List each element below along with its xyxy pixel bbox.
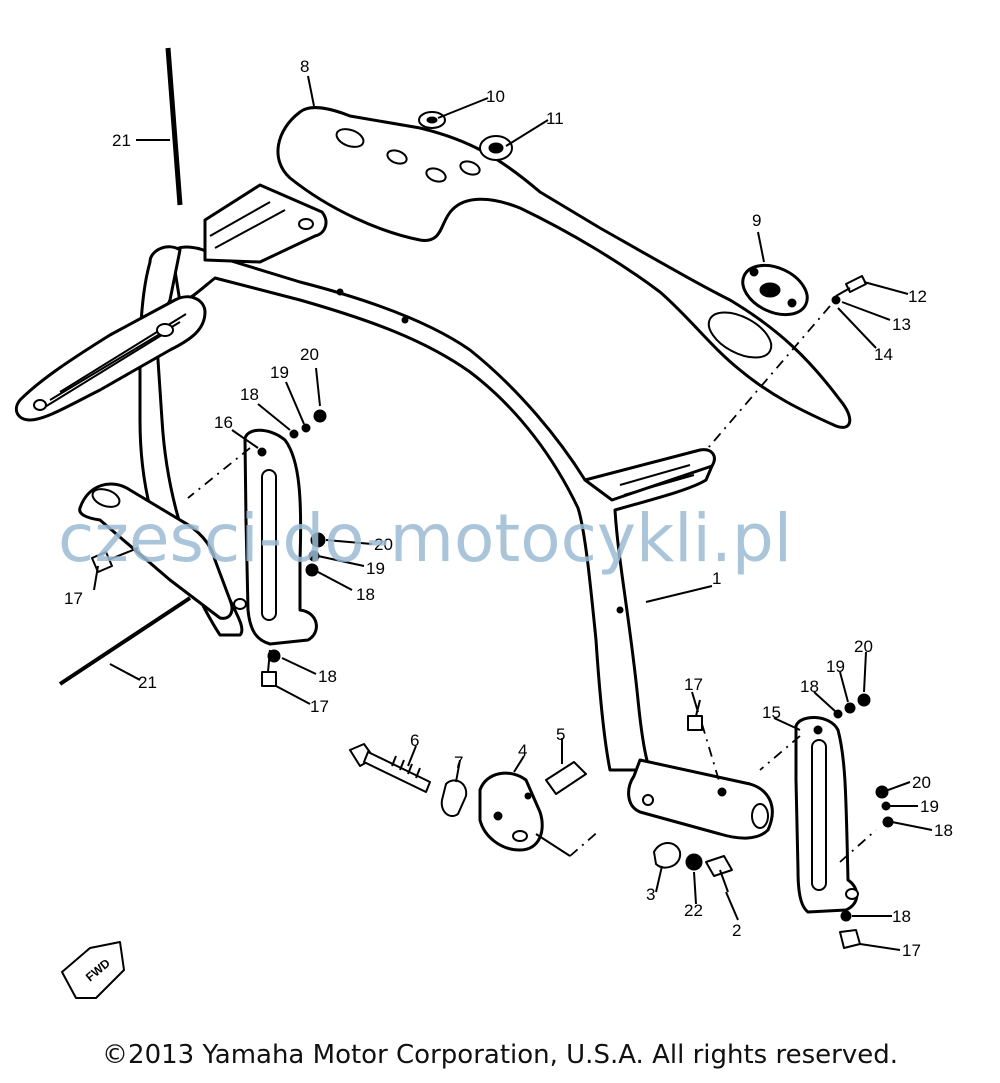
callout-11: 11 bbox=[546, 109, 564, 128]
callout-4: 4 bbox=[518, 741, 527, 760]
washer-13 bbox=[831, 295, 841, 305]
callout-9: 9 bbox=[752, 211, 761, 230]
callout-17-left-upper: 17 bbox=[64, 589, 83, 608]
plate-16 bbox=[243, 428, 318, 646]
callout-3: 3 bbox=[646, 885, 655, 904]
washer-18-left-top bbox=[289, 429, 299, 439]
callout-18-right-low: 18 bbox=[892, 907, 911, 926]
callout-19-right-top: 19 bbox=[826, 657, 845, 676]
frame-bracket-1 bbox=[170, 245, 774, 840]
leader-lines bbox=[93, 75, 933, 951]
callout-18-left-top: 18 bbox=[240, 385, 259, 404]
callout-19-left-top: 19 bbox=[270, 363, 289, 382]
callout-18-left-mid: 18 bbox=[356, 585, 375, 604]
callout-18-right-top: 18 bbox=[800, 677, 819, 696]
nut-20-right-mid bbox=[875, 785, 889, 799]
centerline-plate16 bbox=[187, 447, 251, 499]
nut-20-left-top bbox=[313, 409, 327, 423]
callout-10: 10 bbox=[486, 87, 505, 106]
screw-12 bbox=[835, 275, 867, 297]
callout-5: 5 bbox=[556, 725, 565, 744]
watermark-text: czesci-do-motocykli.pl bbox=[58, 500, 793, 577]
grommet-10 bbox=[418, 111, 446, 129]
rod-21-lower bbox=[58, 596, 192, 686]
nut-20-left-mid bbox=[310, 532, 326, 548]
centerline-block bbox=[569, 829, 601, 857]
bolt-17-right-lower bbox=[839, 929, 861, 949]
callout-15: 15 bbox=[762, 703, 781, 722]
callout-14: 14 bbox=[874, 345, 893, 364]
nut-20-right-top bbox=[857, 693, 871, 707]
callout-16: 16 bbox=[214, 413, 233, 432]
plate-15 bbox=[794, 716, 859, 914]
copyright-text: ©2013 Yamaha Motor Corporation, U.S.A. A… bbox=[102, 1040, 898, 1070]
washer-18-right-low bbox=[840, 910, 852, 922]
washer-3 bbox=[653, 842, 682, 869]
block-4 bbox=[478, 771, 571, 857]
callout-labels: 8 10 11 9 12 13 14 21 20 19 18 16 20 19 … bbox=[64, 57, 953, 960]
callout-7: 7 bbox=[454, 753, 463, 772]
callout-20-left-top: 20 bbox=[300, 345, 319, 364]
callout-6: 6 bbox=[410, 731, 419, 750]
callout-17-right-upper: 17 bbox=[684, 675, 703, 694]
callout-18-right-mid: 18 bbox=[934, 821, 953, 840]
callout-8: 8 bbox=[300, 57, 309, 76]
washer-18-left-mid bbox=[305, 563, 319, 577]
washer-19-left-top bbox=[301, 423, 311, 433]
washer-18-left-low bbox=[267, 649, 281, 663]
cover-plate-8 bbox=[276, 106, 852, 429]
bolt-2 bbox=[705, 855, 733, 893]
callout-21-upper: 21 bbox=[112, 131, 131, 150]
damper-9 bbox=[741, 263, 809, 317]
callout-18-left-low: 18 bbox=[318, 667, 337, 686]
bolt-6 bbox=[349, 743, 431, 793]
callout-21-lower: 21 bbox=[138, 673, 157, 692]
callout-17-left-low: 17 bbox=[310, 697, 329, 716]
centerline-right-low bbox=[839, 829, 877, 863]
callout-1: 1 bbox=[712, 569, 721, 588]
grommet-11 bbox=[479, 135, 513, 161]
footrest-stay-left bbox=[78, 482, 247, 620]
bolt-17-right-upper bbox=[687, 699, 721, 785]
callout-20-left-mid: 20 bbox=[374, 535, 393, 554]
callout-17-right-low: 17 bbox=[902, 941, 921, 960]
callout-2: 2 bbox=[732, 921, 741, 940]
washer-22 bbox=[685, 853, 703, 871]
callout-22: 22 bbox=[684, 901, 703, 920]
centerline-cover bbox=[701, 305, 831, 456]
rod-21-upper bbox=[165, 47, 183, 206]
washer-19-right-mid bbox=[881, 801, 891, 811]
washer-18-right-mid bbox=[882, 816, 894, 828]
centerline-plate15 bbox=[759, 735, 801, 771]
washer-19-right-top bbox=[844, 702, 856, 714]
callout-20-right-mid: 20 bbox=[912, 773, 931, 792]
callout-19-right-mid: 19 bbox=[920, 797, 939, 816]
callout-20-right-top: 20 bbox=[854, 637, 873, 656]
direction-badge: FWD bbox=[61, 941, 125, 999]
bolt-17-left-lower bbox=[261, 649, 277, 687]
callout-13: 13 bbox=[892, 315, 911, 334]
pin-5 bbox=[545, 761, 587, 795]
callout-12: 12 bbox=[908, 287, 927, 306]
clip-7 bbox=[440, 779, 468, 818]
callout-19-left-mid: 19 bbox=[366, 559, 385, 578]
